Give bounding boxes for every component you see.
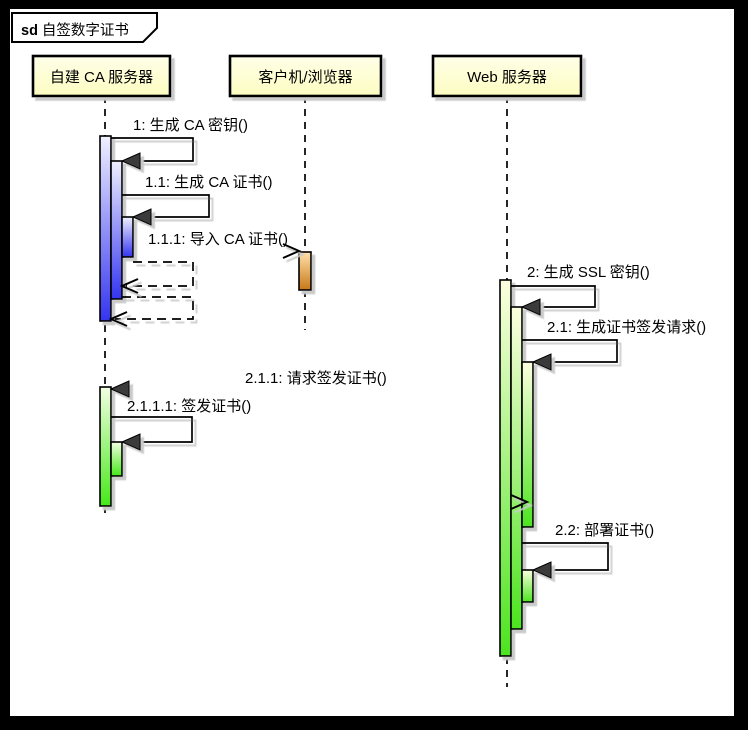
message-label-2: 2: 生成 SSL 密钥() xyxy=(527,264,650,281)
message-line-2-1-1-1 xyxy=(111,416,193,443)
message-line-2-2 xyxy=(522,542,609,571)
message-label-2-1-1: 2.1.1: 请求签发证书() xyxy=(245,370,387,387)
message-label-2-1-1-1: 2.1.1.1: 签发证书() xyxy=(127,398,252,415)
participant-label-web-server: Web 服务器 xyxy=(467,68,547,86)
arrowhead-msg-2-icon xyxy=(520,298,541,316)
message-line-2 xyxy=(511,285,596,308)
arrowhead-msg-1-icon xyxy=(120,152,141,170)
activation-ca-level2 xyxy=(110,160,123,300)
message-label-2-2: 2.2: 部署证书() xyxy=(555,522,655,539)
participant-box-web-server xyxy=(431,54,583,98)
return-line-1 xyxy=(115,296,194,320)
activation-web-level3 xyxy=(521,361,534,528)
activation-ca-sign-level2 xyxy=(110,441,123,477)
arrowhead-return-1-1-icon xyxy=(119,278,139,294)
participant-label-client-browser: 客户机/浏览器 xyxy=(258,68,353,86)
message-label-2-1: 2.1: 生成证书签发请求() xyxy=(547,319,707,336)
participant-box-client-browser xyxy=(228,54,383,98)
arrowhead-return-1-icon xyxy=(108,311,128,327)
frame-title-tab-shape xyxy=(11,12,158,43)
message-line-1 xyxy=(111,137,194,162)
arrowhead-msg-2-1-1-icon xyxy=(109,380,130,398)
diagram-graphics xyxy=(11,12,618,687)
activation-web-deploy xyxy=(521,569,534,603)
arrowhead-msg-2-1-1-1-icon xyxy=(120,433,141,451)
participant-label-ca-server: 自建 CA 服务器 xyxy=(49,68,154,86)
activation-web-level1 xyxy=(499,279,512,657)
message-label-1-1-1: 1.1.1: 导入 CA 证书() xyxy=(148,231,289,248)
activation-ca-level3 xyxy=(121,216,134,258)
message-label-1: 1: 生成 CA 密钥() xyxy=(133,117,249,134)
arrowhead-msg-2-2-icon xyxy=(531,561,552,579)
activation-ca-level1 xyxy=(99,135,112,322)
message-label-1-1: 1.1: 生成 CA 证书() xyxy=(145,174,273,191)
participant-box-ca-server xyxy=(31,54,172,98)
return-line-1-1 xyxy=(126,261,194,287)
activation-client-import xyxy=(298,251,312,291)
message-line-2-1 xyxy=(522,339,618,363)
arrowhead-msg-1-1-icon xyxy=(131,208,152,226)
message-line-1-1 xyxy=(122,194,210,218)
arrowhead-msg-2-1-icon xyxy=(531,353,552,371)
activation-web-level2 xyxy=(510,306,523,630)
frame-title-text: 自签数字证书 xyxy=(41,23,129,39)
arrowhead-return-2-1-1-icon xyxy=(510,494,530,510)
frame-keyword: sd xyxy=(21,23,38,39)
arrowhead-msg-1-1-1-icon xyxy=(282,243,302,259)
activation-ca-sign-level1 xyxy=(99,386,112,507)
